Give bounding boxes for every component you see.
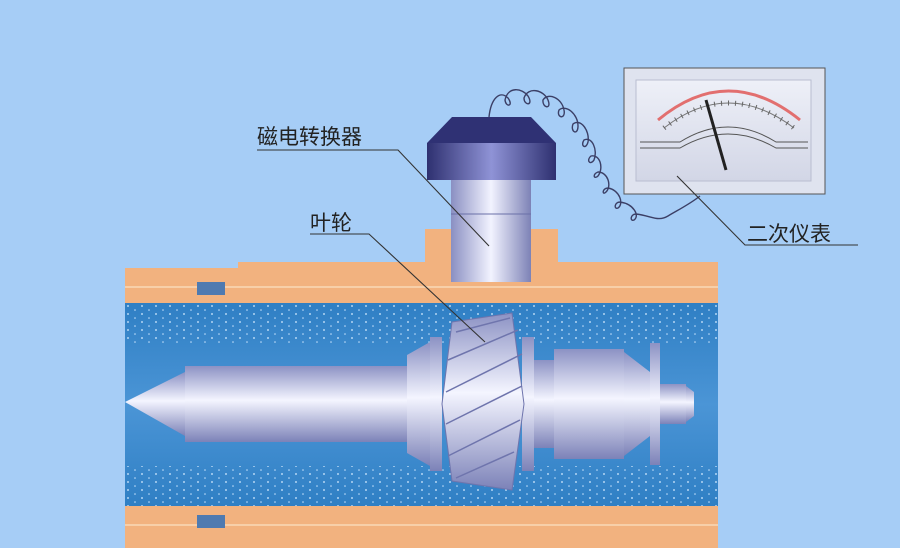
leader-lines [257, 149, 858, 343]
label-impeller: 叶轮 [310, 211, 352, 235]
secondary-meter [623, 67, 826, 195]
magnetoelectric-transducer [427, 117, 556, 282]
impeller [441, 312, 525, 491]
meter-needle [704, 99, 728, 171]
label-magnetoelectric-transducer: 磁电转换器 [257, 125, 362, 149]
signal-cable [488, 89, 701, 222]
label-secondary-meter: 二次仪表 [747, 222, 831, 246]
pipe-wall [125, 229, 718, 548]
shaft-assembly [125, 337, 694, 471]
meter-scale [657, 89, 801, 122]
